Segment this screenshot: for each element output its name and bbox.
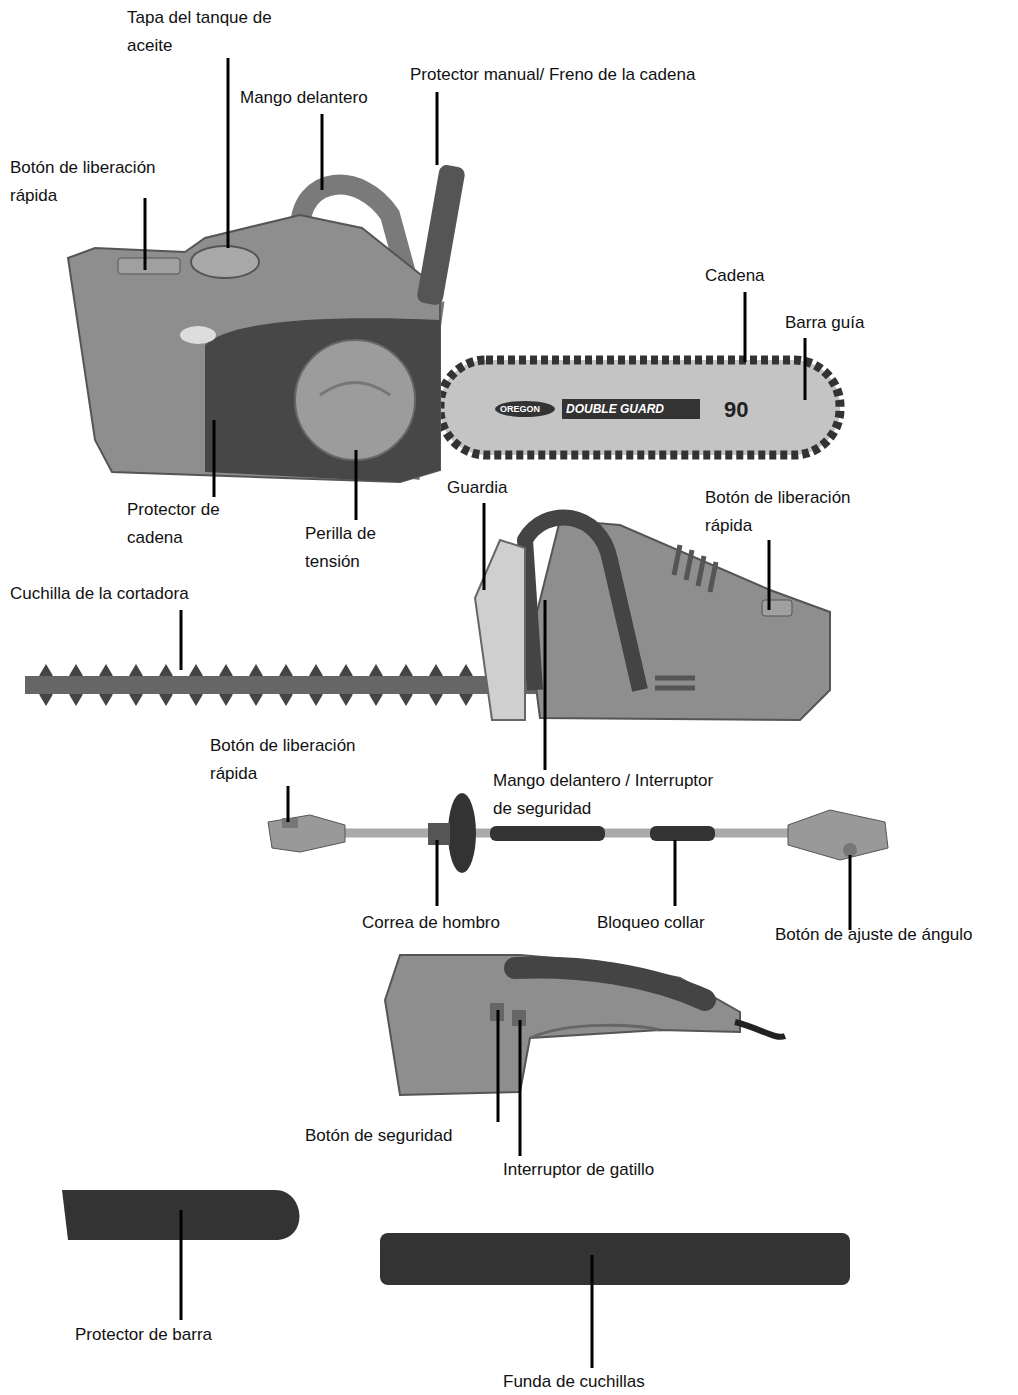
- brand-marking: 90: [724, 396, 764, 424]
- leader-line: [591, 1255, 594, 1368]
- shoulder-strap-ring: [448, 793, 476, 873]
- leader-line: [321, 114, 324, 190]
- trimmer-housing: [530, 520, 830, 720]
- chain-cover: [205, 318, 440, 482]
- part-label: Tapa del tanque de aceite: [127, 4, 297, 60]
- motor-housing: [68, 215, 440, 482]
- part-label: Mango delantero: [240, 84, 420, 112]
- trimmer-handle: [525, 517, 640, 690]
- power-cord: [735, 1022, 785, 1037]
- part-label: Botón de liberación rápida: [210, 732, 400, 788]
- leader-line: [849, 855, 852, 930]
- leader-line: [497, 1010, 500, 1122]
- leader-line: [804, 338, 807, 400]
- part-label: Perilla de tensión: [305, 520, 405, 576]
- cutter-blade: [25, 676, 545, 694]
- part-label: Cuchilla de la cortadora: [10, 580, 270, 608]
- leader-line: [674, 840, 677, 906]
- part-label: Interruptor de gatillo: [503, 1156, 723, 1184]
- part-label: Botón de liberación rápida: [10, 154, 195, 210]
- leader-line: [287, 786, 290, 822]
- hand-guard: [416, 164, 466, 306]
- part-label: Funda de cuchillas: [503, 1368, 723, 1395]
- part-label: Guardia: [447, 474, 567, 502]
- leader-line: [483, 503, 486, 590]
- handle-housing: [385, 955, 740, 1095]
- part-label: Cadena: [705, 262, 825, 290]
- leader-line: [355, 450, 358, 520]
- pole-head: [268, 815, 345, 852]
- leader-line: [744, 292, 747, 362]
- brand-oval: [495, 401, 555, 417]
- part-label: Bloqueo collar: [597, 909, 757, 937]
- power-head: [385, 955, 785, 1095]
- brand-marking: DOUBLE GUARD: [566, 399, 706, 419]
- part-label: Botón de liberación rápida: [705, 484, 895, 540]
- leader-line: [144, 198, 147, 270]
- leader-line: [768, 540, 771, 610]
- part-label: Protector de barra: [75, 1321, 275, 1349]
- oil-window: [180, 326, 216, 344]
- leader-line: [180, 610, 183, 670]
- leader-line: [213, 420, 216, 497]
- oil-cap: [191, 246, 259, 278]
- tension-knob: [295, 340, 415, 460]
- part-label: Protector de cadena: [127, 496, 257, 552]
- part-label: Botón de seguridad: [305, 1122, 505, 1150]
- part-label: Correa de hombro: [362, 909, 562, 937]
- pole-grip: [490, 826, 605, 841]
- part-label: Barra guía: [785, 309, 915, 337]
- release-button: [118, 258, 180, 274]
- brand-marking: OREGON: [500, 400, 552, 418]
- hedge-trimmer: [25, 517, 830, 720]
- rear-grip: [515, 967, 705, 1000]
- part-label: Protector manual/ Freno de la cadena: [410, 61, 830, 89]
- leader-line: [544, 600, 547, 770]
- leader-lines: [145, 58, 850, 1368]
- chainsaw: [68, 164, 840, 482]
- leader-line: [180, 1210, 183, 1320]
- leader-line: [436, 840, 439, 906]
- part-label: Mango delantero / Interruptor de segurid…: [493, 767, 733, 823]
- lock-collar: [650, 826, 715, 841]
- leader-line: [519, 1020, 522, 1156]
- angle-head: [788, 810, 888, 860]
- blade-sheath: [380, 1233, 850, 1285]
- part-label: Botón de ajuste de ángulo: [775, 921, 1015, 949]
- leader-line: [227, 58, 230, 248]
- guide-bar: [440, 360, 840, 455]
- leader-line: [436, 92, 439, 165]
